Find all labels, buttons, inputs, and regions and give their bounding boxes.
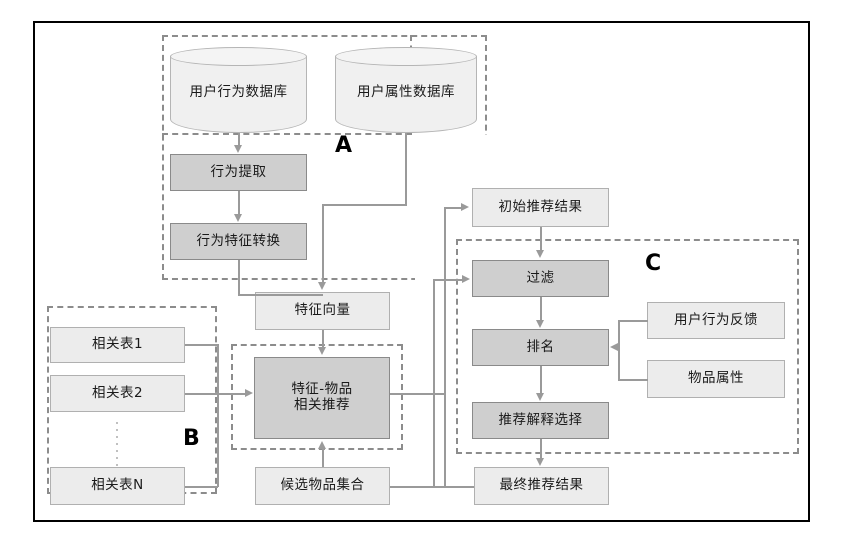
- connector-initial-to-filter: [540, 227, 542, 251]
- connector-transform-to-vector-h: [238, 294, 323, 296]
- node-feature-item-recommend-label: 特征-物品 相关推荐: [255, 381, 389, 414]
- arrowhead-filter-to-ranking: [536, 320, 544, 328]
- connector-loop-top: [433, 279, 463, 281]
- arrowhead-explanation-to-final: [536, 458, 544, 466]
- arrowhead-ranking-to-explanation: [536, 393, 544, 401]
- connector-loop-bottom: [433, 486, 474, 488]
- node-explanation-selection[interactable]: 推荐解释选择: [472, 402, 609, 439]
- node-explanation-selection-label: 推荐解释选择: [498, 411, 583, 428]
- node-feature-vector-label: 特征向量: [294, 302, 351, 319]
- group-c-label: C: [645, 251, 662, 276]
- connector-extraction-to-transform: [238, 191, 240, 215]
- connector-attrdb-to-vector: [322, 204, 324, 283]
- node-candidate-item-set-label: 候选物品集合: [280, 477, 365, 494]
- group-c-dashed-box: [456, 239, 799, 454]
- node-behavior-extraction-label: 行为提取: [210, 163, 267, 180]
- node-filter[interactable]: 过滤: [472, 260, 609, 297]
- connector-tablen-out: [185, 486, 218, 488]
- connector-table2-out: [185, 393, 240, 395]
- node-related-table-2[interactable]: 相关表2: [50, 375, 185, 412]
- connector-vector-to-core: [322, 330, 324, 348]
- connector-bus-to-core: [217, 393, 247, 395]
- connector-candidate-bus-up: [444, 207, 446, 487]
- arrowhead-extraction-to-transform: [234, 214, 242, 222]
- node-related-table-1-label: 相关表1: [91, 336, 144, 353]
- node-user-behavior-feedback[interactable]: 用户行为反馈: [647, 302, 785, 339]
- arrowhead-loop-to-filter: [462, 275, 470, 283]
- connector-feedback-bus: [618, 320, 620, 380]
- cylinder-body: [335, 56, 477, 133]
- node-behavior-extraction[interactable]: 行为提取: [170, 154, 307, 191]
- node-related-table-n[interactable]: 相关表N: [50, 467, 185, 505]
- database-user-attribute: 用户属性数据库: [335, 47, 477, 133]
- arrowhead-feedback-to-ranking: [610, 343, 618, 351]
- node-behavior-feature-transform[interactable]: 行为特征转换: [170, 223, 307, 260]
- node-feature-item-recommend[interactable]: 特征-物品 相关推荐: [254, 357, 390, 439]
- cylinder-top-ellipse: [335, 47, 477, 66]
- connector-candidate-to-core: [322, 448, 324, 467]
- connector-candidate-bus-to-initial: [444, 207, 462, 209]
- arrowhead-bus-to-core: [245, 389, 253, 397]
- diagram-outer-frame: A B C 用户行为数据库 用户属性数据库 行为提取 行为特征转换 特征向量: [33, 21, 810, 522]
- connector-core-right: [390, 393, 445, 395]
- node-item-attribute[interactable]: 物品属性: [647, 360, 785, 398]
- connector-explanation-to-final: [540, 439, 542, 459]
- connector-loop-up: [433, 279, 435, 486]
- related-table-ellipsis: [116, 422, 118, 471]
- database-user-behavior: 用户行为数据库: [170, 47, 307, 133]
- node-feature-vector[interactable]: 特征向量: [255, 292, 390, 330]
- cylinder-body: [170, 56, 307, 133]
- connector-table1-out: [185, 344, 218, 346]
- connector-db-to-extraction: [238, 133, 240, 146]
- connector-itemattr-left: [618, 379, 648, 381]
- node-related-table-n-label: 相关表N: [91, 477, 144, 494]
- node-related-table-1[interactable]: 相关表1: [50, 327, 185, 363]
- database-user-behavior-label: 用户行为数据库: [189, 84, 288, 100]
- arrowhead-initial-to-filter: [536, 250, 544, 258]
- core-recommender-dashed-box: [231, 344, 403, 450]
- group-b-label: B: [183, 426, 200, 451]
- connector-ranking-to-explanation: [540, 366, 542, 394]
- connector-attrdb-right: [322, 204, 407, 206]
- node-final-result-label: 最终推荐结果: [499, 477, 584, 494]
- node-filter-label: 过滤: [526, 269, 555, 286]
- node-item-attribute-label: 物品属性: [688, 370, 744, 387]
- node-ranking-label: 排名: [526, 338, 555, 355]
- group-a-label: A: [335, 133, 353, 158]
- connector-candidate-right: [390, 486, 445, 488]
- node-initial-result-label: 初始推荐结果: [498, 198, 583, 215]
- connector-attrdb-down: [405, 133, 407, 205]
- connector-filter-to-ranking: [540, 297, 542, 321]
- cylinder-top-ellipse: [170, 47, 307, 66]
- node-candidate-item-set[interactable]: 候选物品集合: [255, 467, 390, 505]
- arrowhead-to-feature-vector: [318, 282, 326, 290]
- node-feature-item-recommend-line2: 相关推荐: [294, 397, 350, 413]
- node-user-behavior-feedback-label: 用户行为反馈: [674, 311, 758, 328]
- arrowhead-vector-to-core: [318, 347, 326, 355]
- arrowhead-to-initial-result: [461, 203, 469, 211]
- connector-feedback-left: [618, 320, 648, 322]
- node-final-result[interactable]: 最终推荐结果: [474, 467, 609, 505]
- database-user-attribute-label: 用户属性数据库: [357, 84, 455, 100]
- connector-tables-bus: [217, 344, 219, 487]
- connector-transform-to-vector-v: [238, 260, 240, 295]
- node-feature-item-recommend-line1: 特征-物品: [291, 381, 353, 398]
- node-initial-result[interactable]: 初始推荐结果: [472, 188, 609, 227]
- node-ranking[interactable]: 排名: [472, 329, 609, 366]
- arrowhead-candidate-to-core: [318, 441, 326, 449]
- node-related-table-2-label: 相关表2: [91, 384, 144, 401]
- arrowhead-db-to-extraction: [234, 145, 242, 153]
- node-behavior-feature-transform-label: 行为特征转换: [196, 232, 281, 249]
